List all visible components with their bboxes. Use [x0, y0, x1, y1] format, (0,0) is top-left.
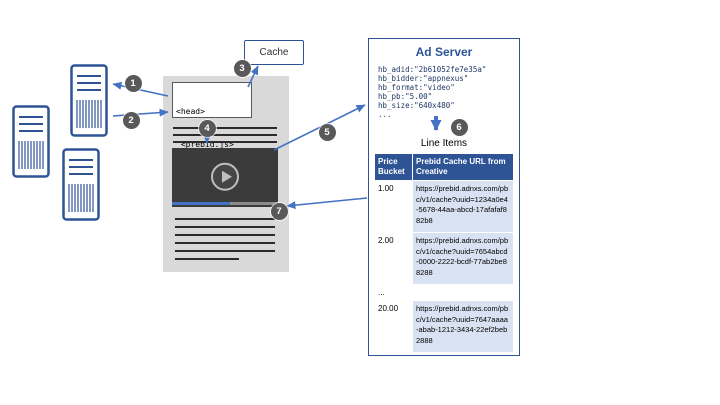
table-header-price-bucket: Price Bucket — [374, 153, 413, 181]
table-row: 1.00 https://prebid.adnxs.com/pbc/v1/cac… — [374, 180, 514, 233]
hb-code-line: hb_size:"640x480" — [378, 101, 455, 110]
cache-url-cell: https://prebid.adnxs.com/pbc/v1/cache?uu… — [412, 180, 514, 233]
text-line — [175, 218, 275, 220]
text-line — [173, 127, 277, 129]
text-line — [175, 234, 275, 236]
table-row: 20.00 https://prebid.adnxs.com/pbc/v1/ca… — [374, 300, 514, 353]
hb-code-line: hb_adid:"2b61052fe7e35a" — [378, 65, 487, 74]
code-line: <head> — [176, 107, 205, 116]
play-icon — [211, 162, 239, 191]
arrow-step2 — [112, 108, 169, 117]
hb-code-line: hb_pb:"5.00" — [378, 92, 433, 101]
step-4-badge: 4 — [198, 119, 216, 137]
text-line — [173, 134, 277, 136]
cache-box: Cache — [244, 40, 304, 65]
step-6-badge: 6 — [450, 118, 468, 136]
video-player — [172, 148, 278, 207]
step-7-badge: 7 — [270, 202, 288, 220]
price-bucket-cell: ... — [374, 284, 413, 301]
server-icon — [12, 105, 50, 178]
step-2-badge: 2 — [122, 111, 140, 129]
step-5-badge: 5 — [318, 123, 336, 141]
line-items-table: Price Bucket Prebid Cache URL from Creat… — [374, 153, 514, 353]
cache-url-cell — [412, 284, 514, 301]
server-icon — [62, 148, 100, 221]
hb-code-line: hb_format:"video" — [378, 83, 455, 92]
hb-code-line: hb_bidder:"appnexus" — [378, 74, 469, 83]
ad-server-panel: Ad Server hb_adid:"2b61052fe7e35a" hb_bi… — [368, 38, 520, 356]
video-progress-bar — [172, 202, 278, 205]
step-3-badge: 3 — [233, 59, 251, 77]
hb-code-line: ... — [378, 110, 392, 119]
cache-label: Cache — [259, 47, 289, 58]
price-bucket-cell: 1.00 — [374, 180, 413, 233]
text-line — [175, 258, 239, 260]
text-line — [175, 242, 275, 244]
arrow-step7 — [286, 197, 368, 210]
text-line — [175, 250, 275, 252]
code-line: <prebid.js> — [176, 140, 234, 149]
price-bucket-cell: 20.00 — [374, 300, 413, 353]
line-items-label: Line Items — [420, 138, 468, 149]
table-header-cache-url: Prebid Cache URL from Creative — [412, 153, 514, 181]
table-row: ... — [374, 284, 514, 301]
step-1-badge: 1 — [124, 74, 142, 92]
head-code-box: <head> <prebid.js> </head> — [172, 82, 252, 182]
server-icon — [70, 64, 108, 137]
cache-url-cell: https://prebid.adnxs.com/pbc/v1/cache?uu… — [412, 232, 514, 285]
cache-url-cell: https://prebid.adnxs.com/pbc/v1/cache?uu… — [412, 300, 514, 353]
video-progress-fill — [172, 202, 231, 205]
table-row: 2.00 https://prebid.adnxs.com/pbc/v1/cac… — [374, 232, 514, 285]
text-line — [173, 141, 277, 143]
text-line — [175, 226, 275, 228]
table-header-row: Price Bucket Prebid Cache URL from Creat… — [374, 153, 514, 181]
price-bucket-cell: 2.00 — [374, 232, 413, 285]
ad-server-title: Ad Server — [415, 45, 473, 59]
webpage-mock: <head> <prebid.js> </head> — [163, 76, 289, 272]
hb-targeting-code: hb_adid:"2b61052fe7e35a" hb_bidder:"appn… — [378, 65, 486, 119]
